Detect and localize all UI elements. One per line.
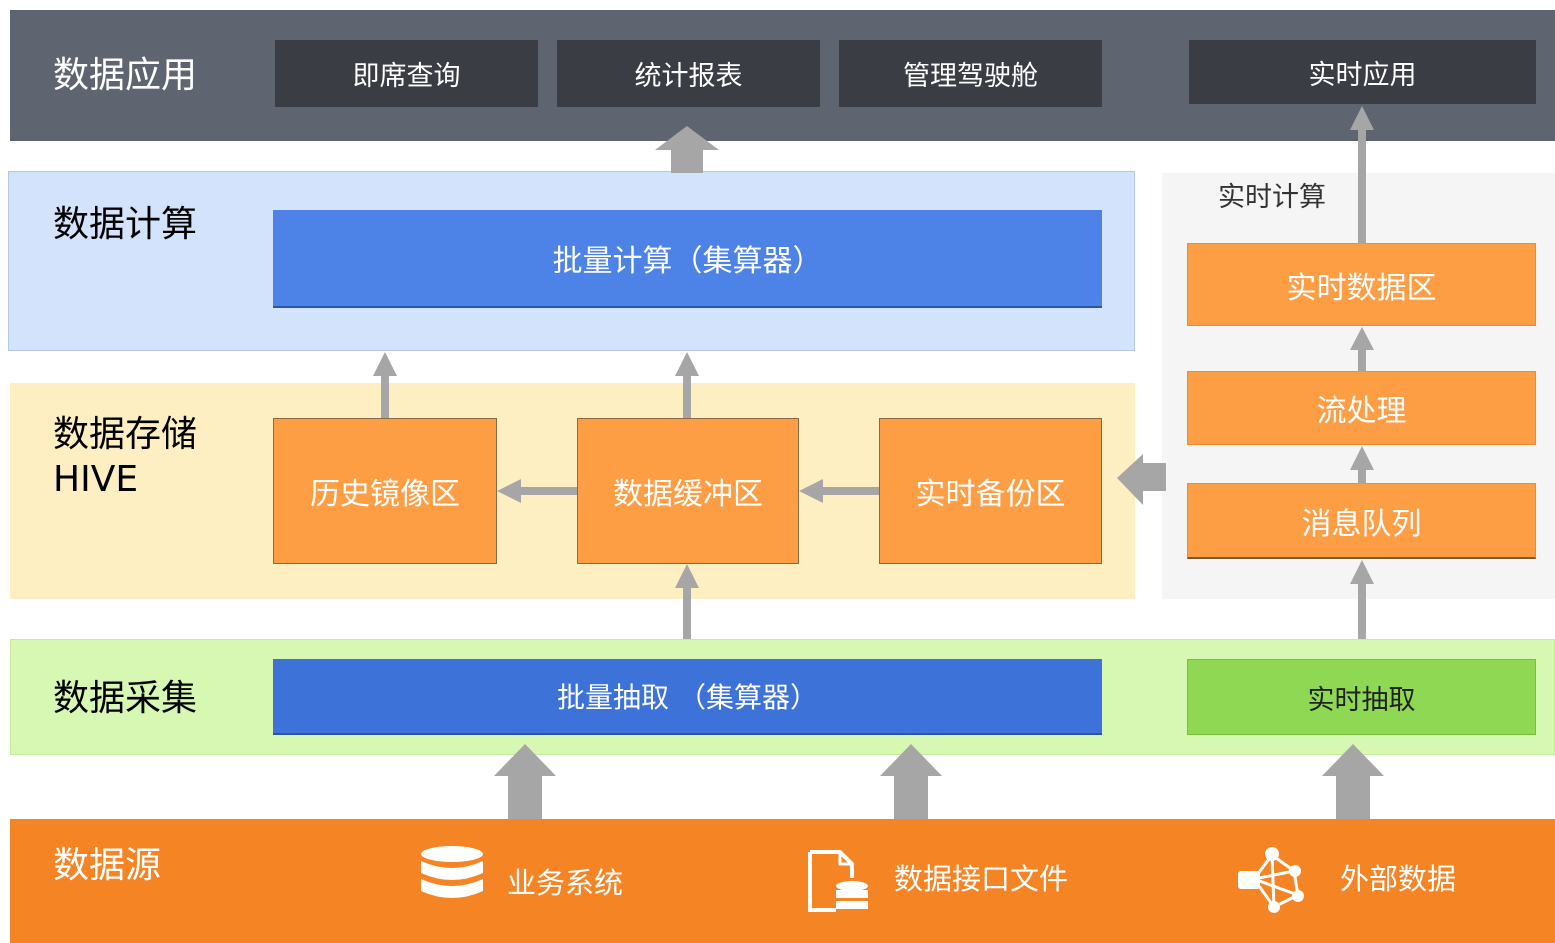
data-buffer-box[interactable]: 数据缓冲区: [577, 418, 799, 564]
database-icon: [418, 845, 486, 907]
arrow-extract-to-queue: [1350, 560, 1374, 584]
source-interface-file-label: 数据接口文件: [894, 862, 1069, 896]
adhoc-query-button[interactable]: 即席查询: [275, 40, 538, 107]
arrow-buffer-to-history: [497, 479, 521, 503]
arrow-compute-to-app: [655, 126, 719, 173]
arrow-rt-to-app-head: [1350, 106, 1374, 130]
batch-compute-bar[interactable]: 批量计算（集算器）: [273, 210, 1102, 308]
arrow-backup-to-buffer: [799, 479, 823, 503]
history-mirror-box[interactable]: 历史镜像区: [273, 418, 497, 564]
realtime-extract-box[interactable]: 实时抽取: [1187, 659, 1536, 735]
arrow-source3-to-collect: [1322, 744, 1384, 819]
message-queue-box[interactable]: 消息队列: [1187, 483, 1536, 559]
source-band-title: 数据源: [53, 845, 162, 886]
management-cockpit-button[interactable]: 管理驾驶舱: [839, 40, 1102, 107]
arrow-realtime-to-backup: [1117, 454, 1166, 505]
collection-band-title: 数据采集: [53, 678, 198, 719]
arrow-history-to-compute: [373, 352, 397, 376]
storage-band-subtitle: HIVE: [53, 459, 139, 500]
realtime-backup-box[interactable]: 实时备份区: [879, 418, 1102, 564]
source-external-data-label: 外部数据: [1340, 862, 1457, 896]
statistics-report-button[interactable]: 统计报表: [557, 40, 820, 107]
file-database-icon: [806, 848, 874, 914]
realtime-compute-title: 实时计算: [1218, 182, 1326, 213]
arrow-source1-to-collect: [494, 744, 556, 819]
arrow-rt-to-app-shaft: [1358, 128, 1366, 244]
arrow-buffer-to-compute: [675, 352, 699, 376]
arrow-queue-to-stream: [1350, 446, 1374, 470]
arrow-stream-to-zone: [1350, 327, 1374, 350]
compute-band-title: 数据计算: [53, 204, 198, 245]
source-business-system-label: 业务系统: [507, 866, 624, 900]
arrow-source2-to-collect: [880, 744, 942, 819]
source-band: [10, 819, 1555, 943]
arrow-extract-to-buffer: [675, 564, 699, 588]
application-band-title: 数据应用: [53, 55, 198, 96]
network-icon: [1234, 845, 1308, 915]
realtime-data-zone-box[interactable]: 实时数据区: [1187, 243, 1536, 326]
batch-extract-bar[interactable]: 批量抽取 （集算器）: [273, 659, 1102, 735]
realtime-application-button[interactable]: 实时应用: [1189, 40, 1536, 104]
storage-band-title: 数据存储: [53, 414, 198, 455]
